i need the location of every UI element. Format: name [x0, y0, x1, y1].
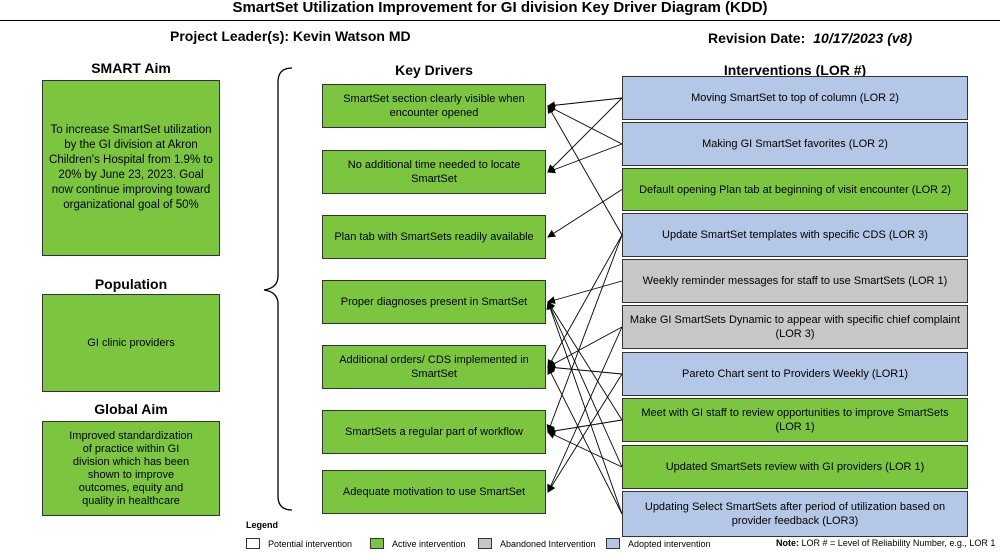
intervention-3: Default opening Plan tab at beginning of…: [622, 168, 968, 211]
legend-active: Active intervention: [370, 538, 466, 549]
connector-2-2: [547, 189, 623, 238]
revision-info: Revision Date: 10/17/2023 (v8): [708, 30, 912, 46]
legend-label-adopted: Adopted intervention: [628, 538, 711, 549]
key-driver-6: SmartSets a regular part of workflow: [322, 410, 546, 454]
connector-8-3: [547, 301, 623, 468]
legend-label-potential: Potential intervention: [268, 538, 353, 549]
revision-date: 10/17/2023 (v8): [813, 30, 913, 46]
diagram-title: SmartSet Utilization Improvement for GI …: [232, 0, 768, 16]
smart-aim-heading: SMART Aim: [91, 60, 171, 76]
legend-swatch-abandoned: [478, 538, 492, 549]
key-driver-2: No additional time needed to locate Smar…: [322, 150, 546, 194]
project-leader: Project Leader(s): Kevin Watson MD: [170, 28, 411, 44]
connector-6-4: [547, 363, 623, 375]
population-box: GI clinic providers: [42, 294, 220, 392]
key-driver-1: SmartSet section clearly visible when en…: [322, 84, 546, 128]
connector-1-0: [547, 105, 623, 145]
legend-swatch-adopted: [606, 538, 620, 549]
connector-0-0: [547, 97, 623, 110]
title-divider: [0, 20, 1000, 21]
connector-5-6: [547, 326, 623, 493]
connector-7-3: [547, 301, 623, 421]
legend-adopted: Adopted intervention: [606, 538, 711, 549]
connector-3-0: [547, 105, 623, 236]
grouping-brace: [263, 67, 293, 511]
connector-8-5: [547, 431, 623, 468]
legend-title: Legend: [246, 520, 279, 530]
key-driver-5: Additional orders/ CDS implemented in Sm…: [322, 345, 546, 389]
connector-5-4: [547, 326, 623, 368]
legend-swatch-active: [370, 538, 384, 549]
intervention-9: Updated SmartSets review with GI provide…: [622, 445, 968, 489]
connector-1-1: [547, 143, 623, 174]
legend-label-abandoned: Abandoned Intervention: [500, 538, 596, 549]
connector-4-3: [547, 280, 623, 304]
intervention-1: Moving SmartSet to top of column (LOR 2): [622, 76, 968, 120]
legend-potential: Potential intervention: [246, 538, 352, 549]
connector-9-4: [547, 366, 623, 515]
connector-3-5: [546, 234, 623, 433]
legend-label-active: Active intervention: [392, 538, 466, 549]
intervention-8: Meet with GI staff to review opportuniti…: [622, 398, 968, 442]
note-label: Note:: [776, 538, 799, 548]
intervention-6: Make GI SmartSets Dynamic to appear with…: [622, 305, 968, 349]
note-text: LOR # = Level of Reliability Number, e.g…: [801, 538, 996, 548]
interventions-heading: Interventions (LOR #): [723, 62, 867, 78]
connector-3-4: [547, 234, 623, 368]
connector-9-3: [546, 301, 623, 515]
smart-aim-box: To increase SmartSet utilization by the …: [42, 80, 220, 256]
global-aim-box: Improved standardization of practice wit…: [42, 421, 220, 516]
global-aim-heading: Global Aim: [94, 401, 168, 417]
legend-abandoned: Abandoned Intervention: [478, 538, 596, 549]
key-drivers-heading: Key Drivers: [395, 62, 473, 78]
population-heading: Population: [94, 276, 168, 292]
intervention-2: Making GI SmartSet favorites (LOR 2): [622, 122, 968, 166]
revision-label: Revision Date:: [708, 30, 806, 46]
connector-0-1: [547, 97, 623, 173]
legend-swatch-potential: [246, 538, 260, 549]
intervention-4: Update SmartSet templates with specific …: [622, 213, 968, 257]
connector-6-6: [547, 373, 623, 493]
key-driver-4: Proper diagnoses present in SmartSet: [322, 280, 546, 324]
intervention-10: Updating Select SmartSets after period o…: [622, 491, 968, 537]
intervention-5: Weekly reminder messages for staff to us…: [622, 259, 968, 303]
lor-note: Note: LOR # = Level of Reliability Numbe…: [776, 538, 995, 548]
key-driver-3: Plan tab with SmartSets readily availabl…: [322, 215, 546, 259]
intervention-7: Pareto Chart sent to Providers Weekly (L…: [622, 352, 968, 396]
key-driver-7: Adequate motivation to use SmartSet: [322, 470, 546, 514]
connector-7-5: [547, 419, 623, 435]
